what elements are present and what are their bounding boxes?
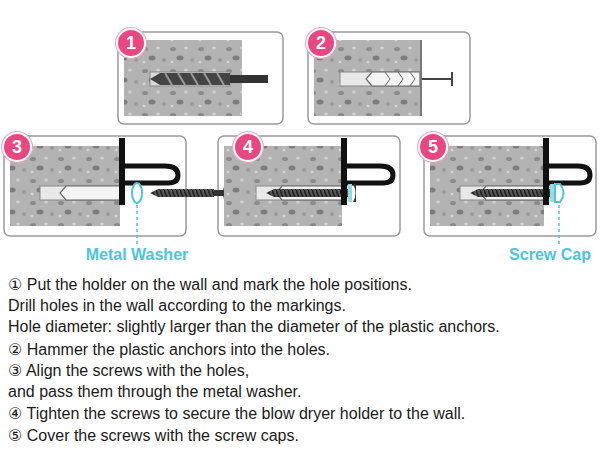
instruction-line: Drill holes in the wall according to the… (8, 297, 346, 315)
instruction-line: ③ Align the screws with the holes, (8, 361, 249, 380)
instruction-line: and pass them through the metal washer. (8, 383, 302, 401)
drill-step (124, 40, 268, 116)
instruction-line: ② Hammer the plastic anchors into the ho… (8, 340, 330, 359)
callout-text: 3 (12, 138, 22, 156)
callout-text: 4 (243, 138, 253, 156)
instruction-line: ④ Tighten the screws to secure the blow … (8, 404, 465, 423)
callout-number: 4 (233, 132, 263, 162)
instruction-line: ① Put the holder on the wall and mark th… (8, 275, 412, 294)
anchor-step (314, 40, 452, 116)
callout-number: 2 (306, 28, 336, 58)
align-step (10, 138, 230, 244)
instruction-line: Hole diameter: slightly larger than the … (8, 318, 500, 336)
callout-text: 2 (316, 34, 326, 52)
part-label: Metal Washer (86, 246, 189, 264)
cap-step (430, 138, 590, 244)
callout-text: 5 (428, 138, 438, 156)
callout-number: 3 (2, 132, 32, 162)
callout-number: 1 (116, 28, 146, 58)
instruction-line: ⑤ Cover the screws with the screw caps. (8, 426, 299, 445)
callout-text: 1 (126, 34, 136, 52)
part-label: Screw Cap (509, 246, 591, 264)
panel-frame (4, 32, 596, 236)
callout-number: 5 (418, 132, 448, 162)
tighten-step (224, 138, 393, 226)
